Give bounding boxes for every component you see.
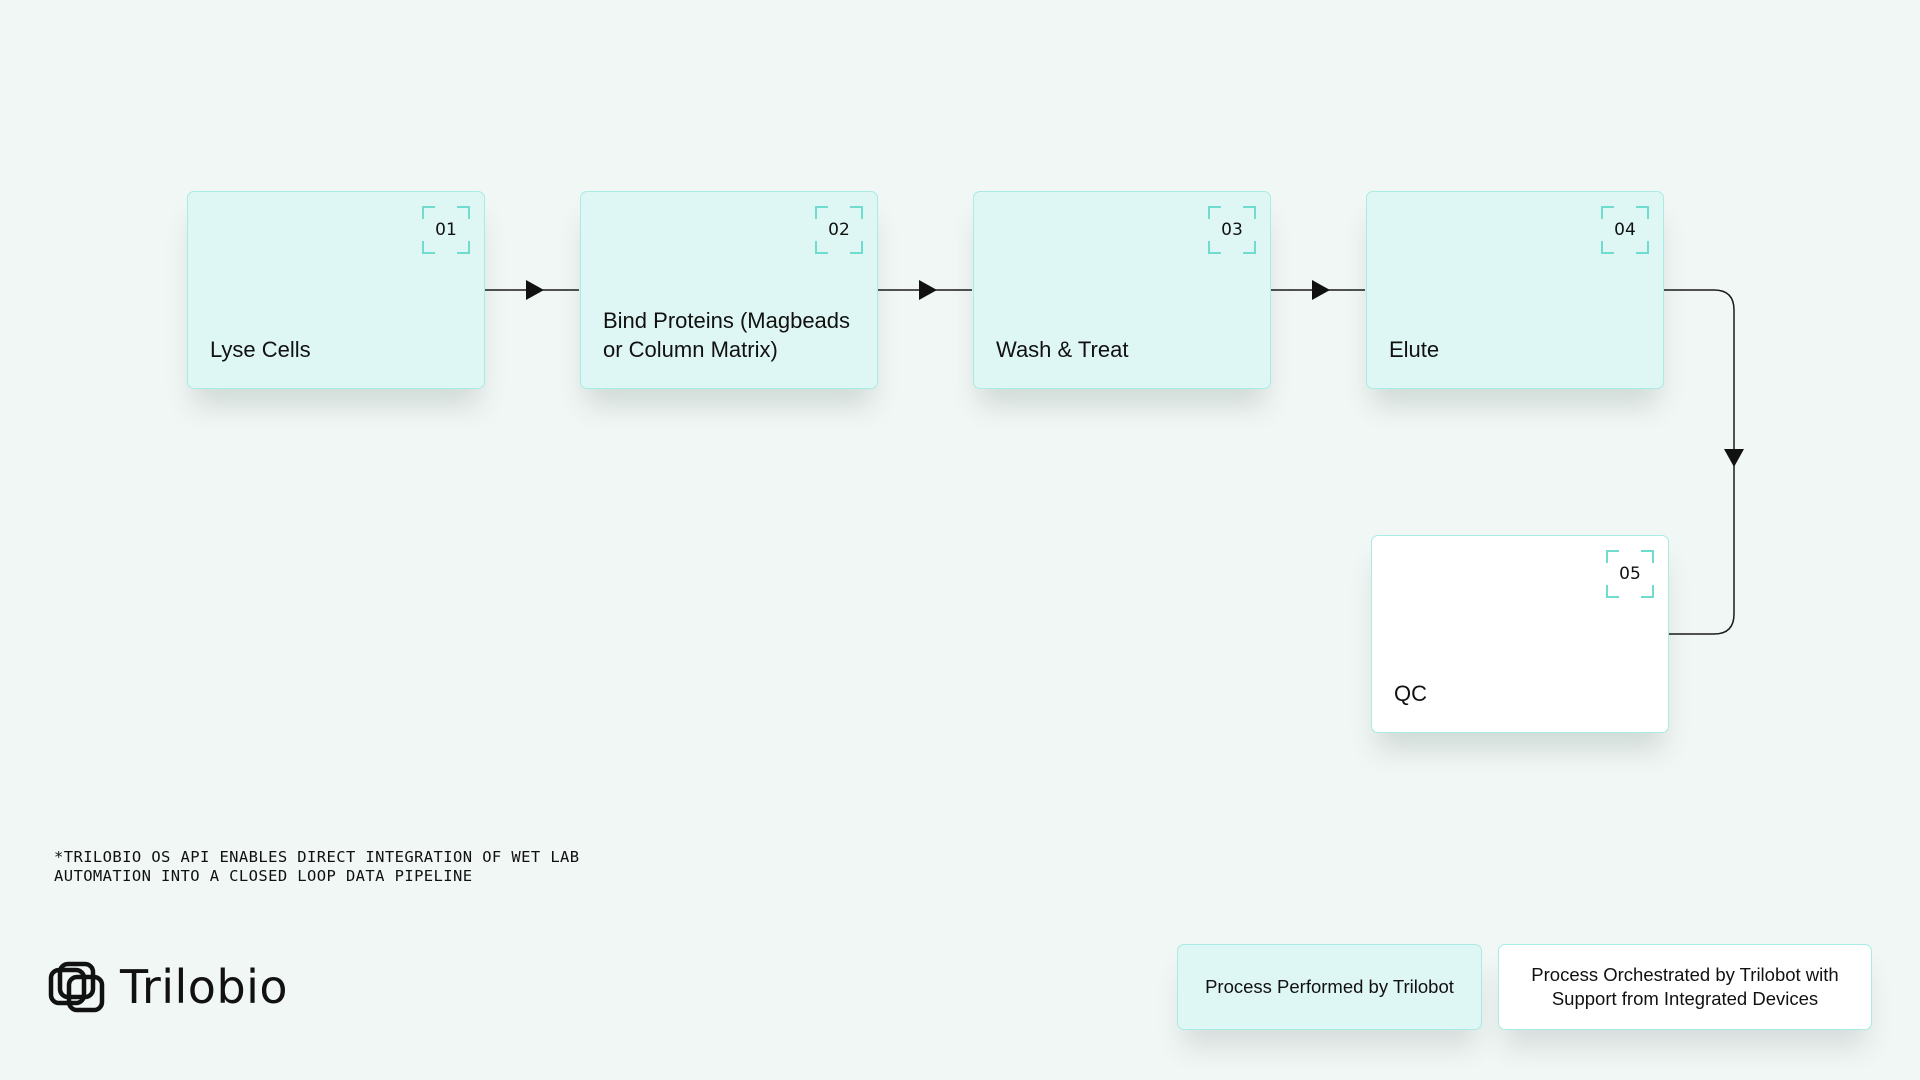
step-number-04: 04 xyxy=(1601,206,1649,254)
legend-performed-text: Process Performed by Trilobot xyxy=(1205,976,1454,997)
step-card-02: 02 Bind Proteins (Magbeads or Column Mat… xyxy=(580,191,878,389)
step-number-03: 03 xyxy=(1208,206,1256,254)
step-label: Wash & Treat xyxy=(996,337,1129,362)
legend-orchestrated-text: Process Orchestrated by Trilobot with Su… xyxy=(1531,964,1839,1009)
trilobio-logo: Trilobio xyxy=(48,958,288,1016)
arrowhead-04-05 xyxy=(1724,449,1744,467)
step-card-04: 04 Elute xyxy=(1366,191,1664,389)
legend-orchestrated: Process Orchestrated by Trilobot with Su… xyxy=(1498,944,1872,1030)
legend-performed: Process Performed by Trilobot xyxy=(1177,944,1482,1030)
connector-04-05 xyxy=(1664,289,1735,635)
arrowhead-03-04 xyxy=(1312,280,1330,300)
footnote-line-1: *TRILOBIO OS API ENABLES DIRECT INTEGRAT… xyxy=(54,848,580,866)
step-card-01: 01 Lyse Cells xyxy=(187,191,485,389)
step-label: Elute xyxy=(1389,337,1440,362)
step-number-05: 05 xyxy=(1606,550,1654,598)
step-card-05: 05 QC xyxy=(1371,535,1669,733)
footnote: *TRILOBIO OS API ENABLES DIRECT INTEGRAT… xyxy=(54,848,694,886)
arrowhead-02-03 xyxy=(919,280,937,300)
step-label: QC xyxy=(1394,681,1427,706)
logo-wordmark: Trilobio xyxy=(120,960,289,1014)
step-card-03: 03 Wash & Treat xyxy=(973,191,1271,389)
step-label: Bind Proteins (Magbeads or Column Matrix… xyxy=(603,308,851,362)
step-number-02: 02 xyxy=(815,206,863,254)
arrowhead-01-02 xyxy=(526,280,544,300)
step-number-text: 05 xyxy=(1619,564,1641,584)
footnote-line-2: AUTOMATION INTO A CLOSED LOOP DATA PIPEL… xyxy=(54,867,473,885)
step-number-01: 01 xyxy=(422,206,470,254)
step-label: Lyse Cells xyxy=(210,337,311,362)
step-number-text: 01 xyxy=(435,220,457,240)
trilobio-logo-icon xyxy=(48,961,105,1013)
step-number-text: 04 xyxy=(1614,220,1636,240)
step-number-text: 02 xyxy=(828,220,850,240)
step-number-text: 03 xyxy=(1221,220,1243,240)
